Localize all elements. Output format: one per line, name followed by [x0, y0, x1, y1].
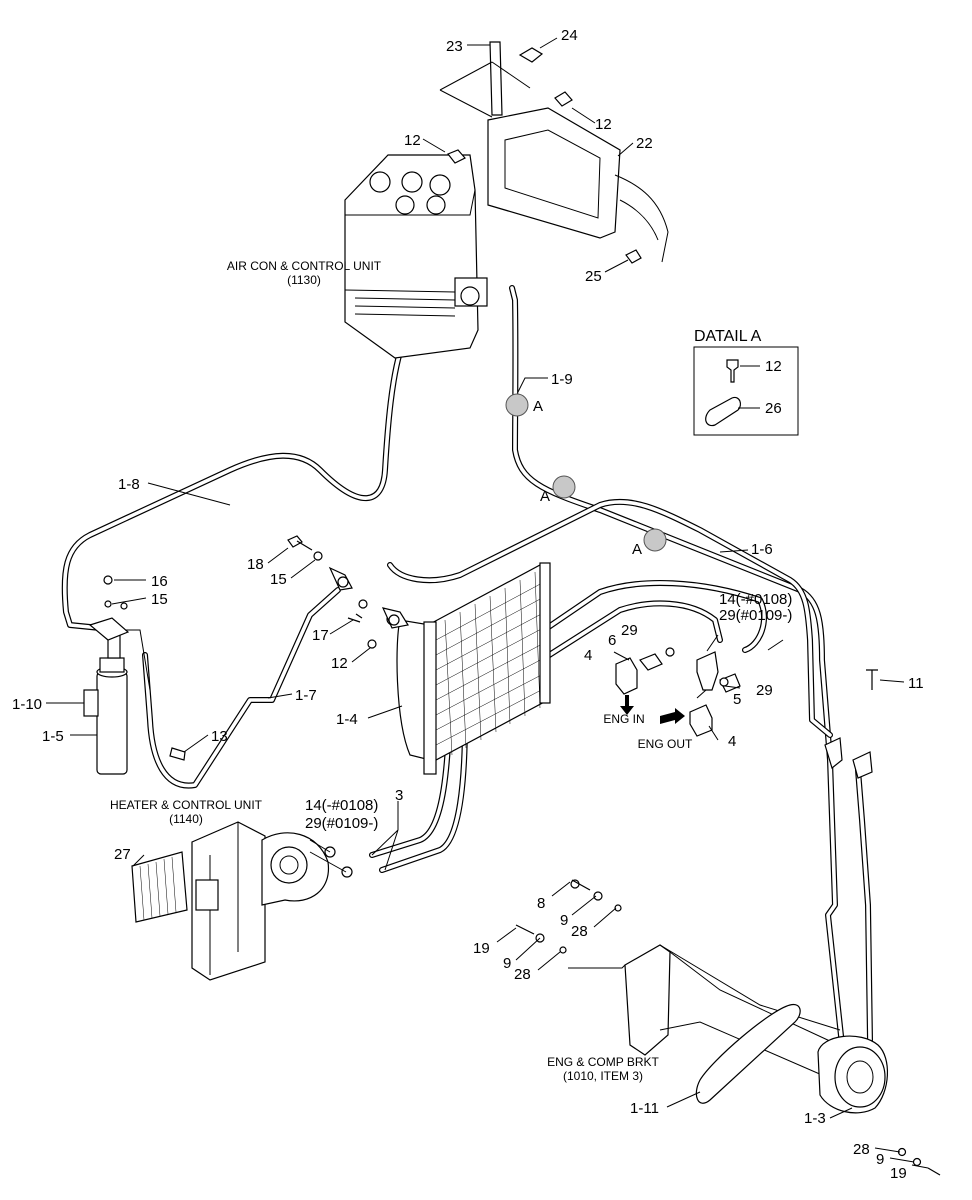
callout-25: 25 — [585, 268, 602, 285]
callout-29: 29(#0109-) — [719, 607, 792, 624]
callout-29: 29 — [621, 622, 638, 639]
eng-in-caption: ENG IN — [603, 712, 644, 726]
callout-1-8: 1-8 — [118, 476, 140, 493]
callout-24: 24 — [561, 27, 578, 44]
callout-15: 15 — [151, 591, 168, 608]
callout-14: 14(-#0108) — [719, 591, 792, 608]
compressor — [817, 1035, 889, 1114]
detail-a-markers: A A A — [505, 393, 667, 558]
callout-numbers: 23 24 12 12 22 25 1-9 1-8 1-6 18 15 16 1… — [12, 27, 924, 1182]
marker-label: A — [632, 541, 642, 558]
cabin-filter — [131, 851, 188, 923]
callout-14: 14(-#0108) — [305, 797, 378, 814]
drive-belt — [695, 1003, 801, 1104]
marker-label: A — [533, 398, 543, 415]
callout-1-5: 1-5 — [42, 728, 64, 745]
eng-comp-brkt-caption: ENG & COMP BRKT — [547, 1055, 659, 1069]
heater-unit-caption: HEATER & CONTROL UNIT — [110, 798, 263, 812]
callout-11: 11 — [908, 675, 924, 692]
callout-29: 29 — [756, 682, 773, 699]
detail-a-title: DATAIL A — [694, 328, 762, 345]
callout-28: 28 — [514, 966, 531, 983]
callout-9: 9 — [876, 1151, 884, 1168]
condenser — [386, 562, 551, 775]
callout-19: 19 — [890, 1165, 907, 1182]
callout-9: 9 — [503, 955, 511, 972]
captions: AIR CON & CONTROL UNIT (1130) HEATER & C… — [110, 259, 693, 1083]
detail-a-item-clamp: 26 — [765, 400, 782, 417]
callout-22: 22 — [636, 135, 653, 152]
callout-3: 3 — [395, 787, 403, 804]
callout-27: 27 — [114, 846, 131, 863]
callout-15: 15 — [270, 571, 287, 588]
callout-23: 23 — [446, 38, 463, 55]
detail-a-box: DATAIL A 12 26 — [693, 328, 799, 436]
leader-lines — [46, 37, 929, 1169]
bracket-assembly — [439, 41, 669, 264]
callout-4: 4 — [584, 647, 592, 664]
air-con-control-unit — [344, 154, 488, 359]
callout-4: 4 — [728, 733, 736, 750]
callout-12: 12 — [595, 116, 612, 133]
callout-1-10: 1-10 — [12, 696, 42, 713]
marker-circle — [505, 393, 529, 417]
callout-12: 12 — [404, 132, 421, 149]
callout-1-9: 1-9 — [551, 371, 573, 388]
receiver-drier — [83, 617, 151, 775]
marker-circle — [643, 528, 667, 552]
callout-28: 28 — [571, 923, 588, 940]
callout-12: 12 — [331, 655, 348, 672]
engine-fittings — [615, 651, 741, 737]
marker-label: A — [540, 488, 550, 505]
callout-5: 5 — [733, 691, 741, 708]
callout-29: 29(#0109-) — [305, 815, 378, 832]
callout-1-3: 1-3 — [804, 1110, 826, 1127]
marker-circle — [552, 475, 576, 499]
heater-unit-ref: (1140) — [169, 812, 203, 826]
air-con-unit-ref: (1130) — [287, 273, 321, 287]
callout-8: 8 — [537, 895, 545, 912]
callout-6: 6 — [608, 632, 616, 649]
callout-1-7: 1-7 — [295, 687, 317, 704]
callout-9: 9 — [560, 912, 568, 929]
callout-1-11: 1-11 — [630, 1100, 659, 1117]
air-con-unit-caption: AIR CON & CONTROL UNIT — [227, 259, 382, 273]
eng-out-caption: ENG OUT — [638, 737, 693, 751]
callout-1-6: 1-6 — [751, 541, 773, 558]
callout-18: 18 — [247, 556, 264, 573]
callout-17: 17 — [312, 627, 329, 644]
detail-a-item-bolt: 12 — [765, 358, 782, 375]
engine-compressor-bracket — [624, 944, 846, 1086]
callout-1-4: 1-4 — [336, 711, 358, 728]
callout-19: 19 — [473, 940, 490, 957]
callout-13: 13 — [211, 728, 228, 745]
callout-16: 16 — [151, 573, 168, 590]
callout-28: 28 — [853, 1141, 870, 1158]
eng-comp-brkt-ref: (1010, ITEM 3) — [563, 1069, 643, 1083]
heater-control-unit — [191, 821, 330, 981]
